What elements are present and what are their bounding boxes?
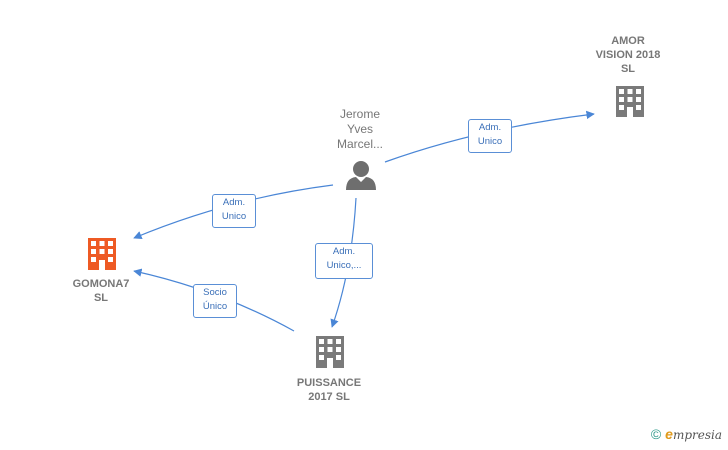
edge-label-person-amor[interactable]: Adm. Unico — [468, 119, 512, 153]
edge-label-person-gomona[interactable]: Adm. Unico — [212, 194, 256, 228]
copyright-icon: © — [650, 426, 662, 442]
person-icon[interactable] — [346, 161, 376, 190]
building-icon[interactable] — [616, 86, 644, 117]
node-label-gomona7[interactable]: GOMONA7 SL — [72, 278, 130, 304]
node-label-amor-vision[interactable]: AMOR VISION 2018 SL — [595, 35, 661, 75]
node-label-person[interactable]: Jerome Yves Marcel... — [336, 107, 383, 151]
node-label-puissance[interactable]: PUISSANCE 2017 SL — [296, 377, 362, 403]
edge-label-person-puissance[interactable]: Adm. Unico,... — [315, 243, 373, 279]
empresia-watermark: © empresia — [651, 426, 722, 442]
building-icon[interactable] — [316, 336, 344, 368]
edge-label-puissance-gomona[interactable]: Socio Único — [193, 284, 237, 318]
brand-logo: empresia — [665, 426, 722, 442]
building-icon[interactable] — [88, 238, 116, 270]
